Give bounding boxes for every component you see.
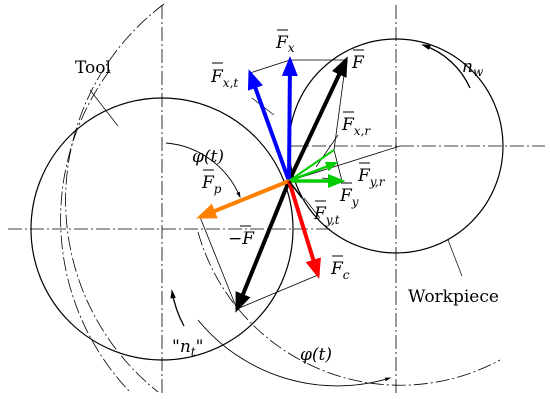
phi-label-outer: φ(t) — [300, 345, 332, 365]
leader-line — [89, 89, 119, 127]
Fyt-label: Fy,t — [313, 204, 340, 227]
Fxr-label: Fx,r — [341, 115, 371, 138]
workpiece-label: Workpiece — [408, 287, 499, 307]
Fxt-label: Fx,t — [210, 67, 238, 90]
Fx-label: Fx — [275, 33, 295, 55]
force-Fyr-vector — [288, 161, 339, 183]
force-F-vector — [287, 56, 348, 182]
Fyr-label: Fy,r — [357, 166, 386, 189]
phi-angle-arc-inner — [165, 142, 241, 199]
leader-line — [315, 134, 339, 168]
force-Fc-vector — [287, 180, 321, 279]
Fc-label: Fc — [330, 259, 350, 282]
leader-line — [447, 239, 463, 277]
phi-label-inner: φ(t) — [192, 147, 224, 167]
n-w-label: nw — [462, 57, 484, 79]
tool-rotation-arrow — [170, 289, 185, 327]
construction-line — [236, 274, 319, 310]
tool-circle — [30, 97, 294, 361]
workpiece-rotation-arrow — [421, 44, 471, 89]
force-Fyt-vector — [288, 180, 303, 199]
force-Fp-vector — [196, 179, 290, 219]
Fy-label: Fy — [339, 186, 359, 209]
construction-line — [199, 216, 238, 310]
construction-line — [249, 59, 291, 74]
tool-label: Tool — [75, 58, 111, 78]
workpiece-pitch-circle — [60, 69, 131, 393]
negF-label: −F — [228, 229, 255, 249]
Fp-label: Fp — [201, 173, 222, 196]
force-Fxr-vector — [288, 149, 335, 182]
n-t-label: "nt" — [172, 337, 203, 359]
force-Fx-vector — [281, 56, 298, 182]
force-Fxt-vector — [247, 69, 291, 182]
leader-line — [303, 197, 321, 219]
phi-angle-arc-outer — [197, 319, 392, 387]
F-label: F — [351, 53, 365, 73]
outer-pitch-arc — [197, 231, 501, 386]
tool-pitch-circle — [65, 3, 165, 393]
force-negF-vector — [235, 180, 291, 313]
